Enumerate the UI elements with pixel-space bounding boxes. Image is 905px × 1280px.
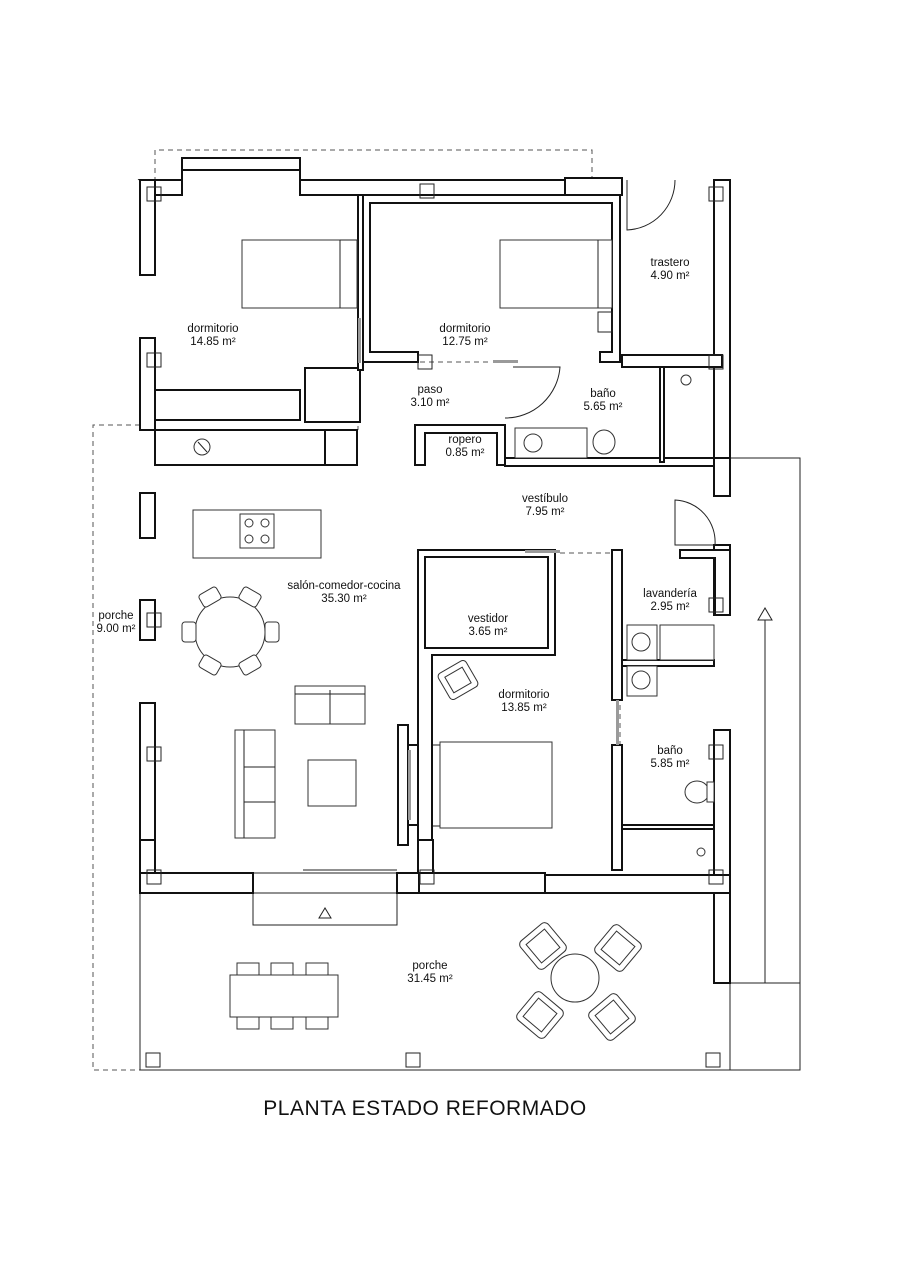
porch-lounge: [516, 922, 642, 1041]
room-area: 5.85 m²: [651, 758, 690, 770]
kitchen: [192, 438, 322, 559]
armchair: [437, 659, 479, 701]
room-area: 0.85 m²: [446, 447, 485, 459]
room-name: dormitorio: [498, 689, 549, 701]
columns: [146, 183, 724, 885]
dining-table: [181, 586, 280, 676]
room-name: paso: [418, 384, 443, 396]
room-area: 3.65 m²: [469, 626, 508, 638]
room-name: lavandería: [643, 588, 697, 600]
room-area: 31.45 m²: [407, 973, 453, 985]
room-name: salón-comedor-cocina: [287, 580, 401, 592]
porch-dining: [229, 962, 339, 1030]
room-labels: dormitorio 14.85 m² dormitorio 12.75 m² …: [97, 257, 698, 985]
room-area: 4.90 m²: [651, 270, 690, 282]
room-area: 35.30 m²: [321, 593, 367, 605]
room-name: baño: [657, 745, 683, 757]
room-area: 9.00 m²: [97, 623, 136, 635]
room-area: 12.75 m²: [442, 336, 488, 348]
room-name: trastero: [651, 257, 690, 269]
room-name: vestíbulo: [522, 493, 568, 505]
plan-title: PLANTA ESTADO REFORMADO: [263, 1097, 587, 1120]
room-area: 2.95 m²: [651, 601, 690, 613]
beds: [241, 239, 613, 829]
room-name: dormitorio: [187, 323, 238, 335]
room-area: 14.85 m²: [190, 336, 236, 348]
room-name: vestidor: [468, 613, 508, 625]
room-name: baño: [590, 388, 616, 400]
bathroom-fixtures: [514, 374, 715, 857]
living-furniture: [234, 685, 366, 839]
room-name: dormitorio: [439, 323, 490, 335]
door-swings: [504, 179, 716, 546]
room-area: 5.65 m²: [584, 401, 623, 413]
room-area: 7.95 m²: [526, 506, 565, 518]
walls: [137, 157, 731, 984]
room-area: 13.85 m²: [501, 702, 547, 714]
room-name: porche: [412, 960, 447, 972]
door-leaves: [358, 318, 619, 820]
room-name: ropero: [448, 434, 481, 446]
room-name: porche: [98, 610, 133, 622]
room-area: 3.10 m²: [411, 397, 450, 409]
